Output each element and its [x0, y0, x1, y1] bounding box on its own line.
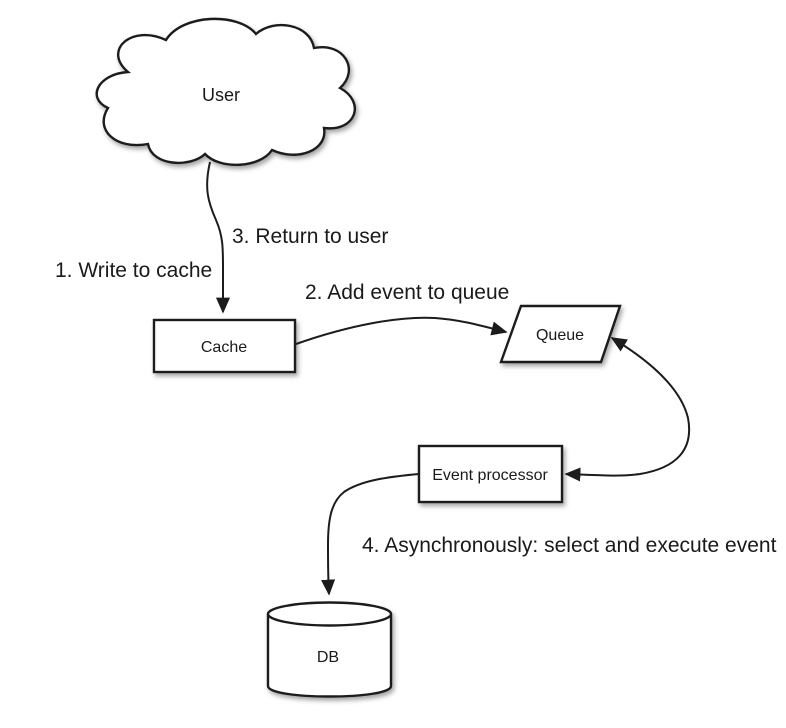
user-cloud-node: User: [95, 17, 357, 166]
queue-node: Queue: [499, 304, 622, 364]
arrow-user-to-cache: [206, 161, 231, 314]
event-processor-label: Event processor: [432, 467, 548, 484]
edge-label-step2: 2. Add event to queue: [305, 281, 509, 304]
db-node: DB: [266, 601, 393, 698]
cache-label: Cache: [201, 339, 247, 356]
user-label: User: [202, 85, 240, 105]
arrow-event-processor-to-db: [321, 473, 420, 596]
cloud-shape: [95, 17, 357, 166]
arrow-queue-event-processor: [564, 337, 691, 482]
edge-label-step4: 4. Asynchronously: select and execute ev…: [362, 534, 777, 557]
edge-label-step3: 3. Return to user: [232, 225, 388, 248]
event-processor-box: [417, 444, 564, 504]
cache-box: [152, 318, 297, 374]
edge-label-step1: 1. Write to cache: [55, 259, 212, 282]
arrow-cache-to-queue: [295, 316, 508, 345]
queue-label: Queue: [536, 327, 584, 344]
event-processor-node: Event processor: [417, 444, 564, 504]
cache-node: Cache: [152, 318, 297, 374]
db-cylinder-top: [266, 601, 393, 627]
db-label: DB: [317, 649, 339, 666]
